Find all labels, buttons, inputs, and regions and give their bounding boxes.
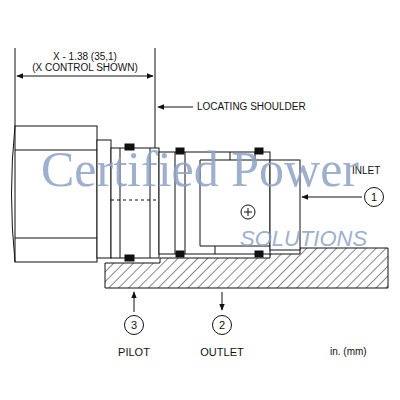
inlet-arrow [302, 197, 362, 198]
callout-number: 2 [219, 320, 225, 331]
annotation-label: OUTLET [200, 347, 243, 358]
extension-line [15, 48, 16, 126]
annotation-label: X - 1.38 (35,1) [53, 52, 117, 62]
outlet-arrow [222, 292, 223, 310]
watermark: Certified Power [41, 144, 359, 194]
callout-number: 3 [131, 320, 137, 331]
port-callout-circle: 2 [212, 315, 232, 335]
port-callout-circle: 3 [124, 315, 144, 335]
annotation-label: LOCATING SHOULDER [197, 102, 306, 112]
leader-line [158, 107, 193, 108]
dimension-line [17, 76, 153, 77]
annotation-label: in. (mm) [330, 347, 367, 357]
callout-number: 1 [371, 192, 377, 203]
pilot-arrow [134, 292, 135, 312]
annotation-label: (X CONTROL SHOWN) [32, 63, 138, 73]
watermark: SOLUTIONS [240, 228, 367, 250]
extension-line [155, 48, 156, 150]
port-callout-circle: 1 [364, 187, 384, 207]
annotation-label: PILOT [118, 347, 150, 358]
